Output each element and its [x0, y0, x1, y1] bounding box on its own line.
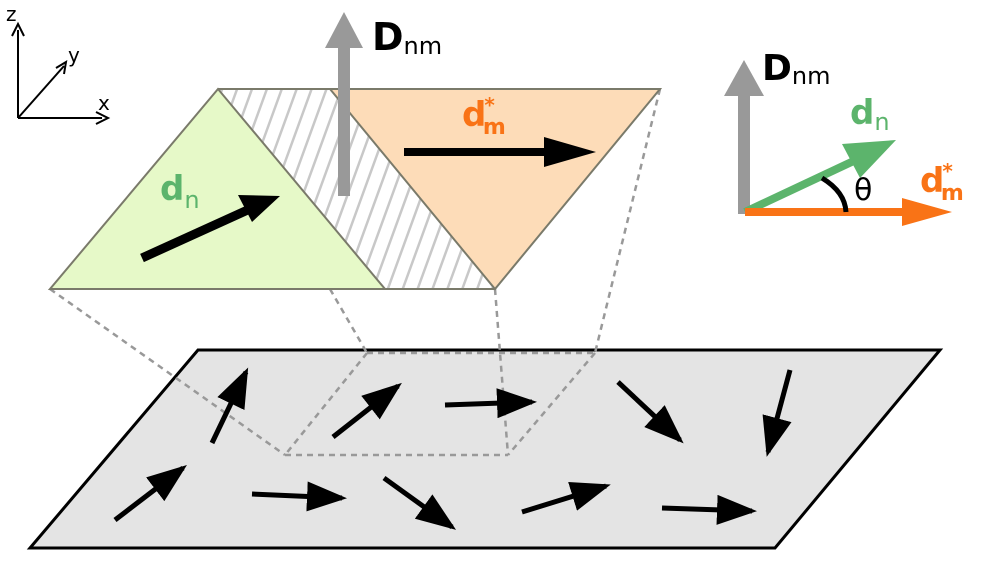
axis-label-z: z — [6, 2, 17, 26]
axis-label-x: x — [98, 91, 110, 115]
label-D-nm: Dnm — [372, 15, 442, 60]
lattice-arrow — [209, 367, 249, 445]
lattice-plane — [26, 348, 944, 550]
axis-label-y: y — [68, 43, 80, 67]
projection-lines — [49, 88, 662, 457]
lattice-arrow — [444, 388, 537, 419]
triangle-n — [47, 87, 388, 290]
label-d-m-star: d*m — [462, 93, 506, 140]
inset-d-n-arrow — [743, 154, 862, 216]
lattice-arrow — [382, 475, 457, 530]
inset-label-D-nm: Dnm — [762, 48, 830, 90]
inset-label-d-n: dn — [850, 93, 890, 136]
lattice-arrows — [113, 367, 793, 530]
hatched-region — [218, 89, 495, 289]
lattice-arrow — [113, 464, 187, 522]
inset-D-nm-arrow — [738, 88, 750, 214]
d-m-arrowhead — [544, 137, 596, 167]
lattice-arrow — [331, 382, 402, 439]
d-n-arrowhead — [238, 195, 280, 222]
lattice-arrow — [661, 494, 757, 525]
D-nm-arrow — [325, 12, 363, 196]
triangle-m — [327, 88, 663, 291]
d-n-arrow — [140, 203, 254, 263]
label-d-n: dn — [160, 169, 200, 214]
lattice-arrow — [762, 369, 793, 457]
lattice-arrow — [616, 380, 684, 444]
inset-label-d-m-star: d*m — [920, 159, 964, 206]
lattice-arrow — [521, 482, 611, 515]
theta-label: θ — [854, 173, 872, 208]
lattice-arrow — [251, 481, 347, 512]
inset-vector-diagram: Dnm dn d*m θ — [724, 48, 964, 226]
axes-triad: z y x — [6, 2, 111, 125]
theta-arc — [820, 175, 849, 213]
